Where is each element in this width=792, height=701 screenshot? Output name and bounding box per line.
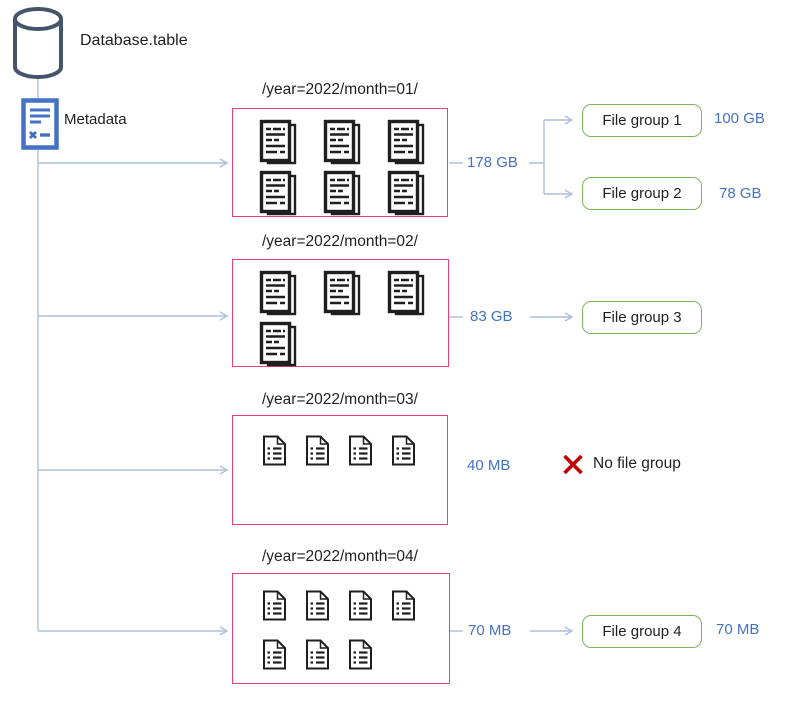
document-icon [347,434,374,467]
document-icon [261,434,288,467]
no-file-group-label: No file group [593,455,681,472]
partition-box-month-04 [232,573,450,684]
document-icon [390,434,417,467]
file-group-2-size: 78 GB [719,185,762,202]
document-icon [347,638,374,671]
partition-box-month-01 [232,108,448,217]
document-icon [347,589,374,622]
partition-title-month-02: /year=2022/month=02/ [262,233,418,250]
partition-files-month-04 [233,574,449,671]
document-icon [304,638,331,671]
partition-title-month-01: /year=2022/month=01/ [262,81,418,98]
partition-box-month-03 [232,415,448,525]
partition-files-month-01 [233,109,447,217]
file-icon-row [259,321,448,368]
file-group-1-size: 100 GB [714,110,765,127]
partition-files-month-03 [233,416,447,467]
stacked-documents-icon [259,170,299,217]
file-group-1-box: File group 1 [582,104,702,137]
file-icon-row [259,170,447,217]
file-group-2-box: File group 2 [582,177,702,210]
file-icon-row [261,589,449,622]
file-group-3-box: File group 3 [582,301,702,334]
partition-size-month-01: 178 GB [467,154,518,171]
file-group-4-size: 70 MB [716,621,760,638]
database-table-label: Database.table [80,32,188,49]
document-icon [304,589,331,622]
partition-size-month-03: 40 MB [467,457,511,474]
file-icon-row [259,119,447,166]
document-icon [390,589,417,622]
partition-title-month-03: /year=2022/month=03/ [262,391,418,408]
document-icon [261,589,288,622]
partition-size-month-02: 83 GB [470,308,513,325]
file-icon-row [261,638,449,671]
stacked-documents-icon [323,170,363,217]
metadata-document-icon [21,98,59,155]
stacked-documents-icon [387,119,427,166]
red-x-icon [561,452,585,482]
partition-size-month-04: 70 MB [468,622,512,639]
stacked-documents-icon [259,270,299,317]
stacked-documents-icon [259,321,299,368]
metadata-label: Metadata [64,111,127,128]
file-group-4-box: File group 4 [582,615,702,648]
partition-box-month-02 [232,259,449,367]
stacked-documents-icon [323,270,363,317]
file-icon-row [261,434,447,467]
file-icon-row [259,270,448,317]
document-icon [261,638,288,671]
document-icon [304,434,331,467]
stacked-documents-icon [387,170,427,217]
stacked-documents-icon [387,270,427,317]
database-cylinder-icon [10,5,66,86]
stacked-documents-icon [259,119,299,166]
partition-title-month-04: /year=2022/month=04/ [262,548,418,565]
stacked-documents-icon [323,119,363,166]
partition-files-month-02 [233,260,448,368]
